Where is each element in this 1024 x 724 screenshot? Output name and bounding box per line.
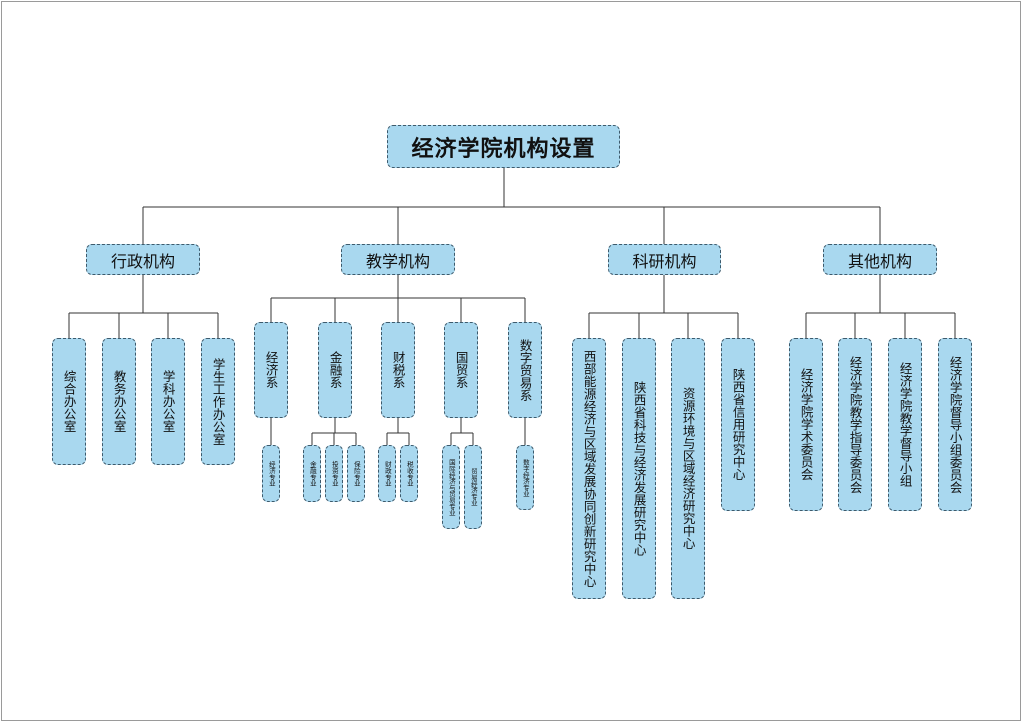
major-investment: 投资专业 bbox=[325, 445, 343, 502]
committee-academic: 经济学院学术委员会 bbox=[789, 338, 823, 511]
group-teaching-supervision: 经济学院教学督导小组 bbox=[888, 338, 922, 511]
category-admin: 行政机构 bbox=[86, 244, 200, 275]
major-digital-economy: 数字经济专业 bbox=[516, 445, 534, 510]
research-center-shaanxi-tech-econ: 陕西省科技与经济发展研究中心 bbox=[622, 338, 656, 599]
admin-office-general: 综合办公室 bbox=[52, 338, 86, 465]
admin-office-discipline: 学科办公室 bbox=[151, 338, 185, 465]
category-other: 其他机构 bbox=[823, 244, 937, 275]
admin-office-student-affairs: 学生工作办公室 bbox=[201, 338, 235, 465]
research-center-shaanxi-credit: 陕西省信用研究中心 bbox=[721, 338, 755, 511]
dept-finance: 金融系 bbox=[318, 322, 352, 418]
major-insurance: 保险专业 bbox=[347, 445, 365, 502]
dept-digital-trade: 数字贸易系 bbox=[508, 322, 542, 418]
dept-fiscal-tax: 财税系 bbox=[381, 322, 415, 418]
admin-office-academic-affairs: 教务办公室 bbox=[102, 338, 136, 465]
category-research: 科研机构 bbox=[608, 244, 721, 275]
major-finance: 金融专业 bbox=[303, 445, 321, 502]
research-center-resource-env: 资源环境与区域经济研究中心 bbox=[671, 338, 705, 599]
committee-supervision-group: 经济学院督导小组委员会 bbox=[938, 338, 972, 511]
dept-economics: 经济系 bbox=[254, 322, 288, 418]
committee-teaching-guidance: 经济学院教学指导委员会 bbox=[838, 338, 872, 511]
research-center-west-energy: 西部能源经济与区域发展协同创新研究中心 bbox=[572, 338, 606, 599]
major-trade-economics: 贸易经济专业 bbox=[464, 445, 482, 529]
category-teaching: 教学机构 bbox=[341, 244, 455, 275]
major-economics: 经济专业 bbox=[262, 445, 280, 502]
major-intl-economics-trade: 国际经济与贸易专业 bbox=[442, 445, 460, 529]
root-node: 经济学院机构设置 bbox=[387, 125, 620, 168]
major-public-finance: 财政专业 bbox=[378, 445, 396, 502]
major-taxation: 税收专业 bbox=[400, 445, 418, 502]
dept-intl-trade: 国贸系 bbox=[444, 322, 478, 418]
